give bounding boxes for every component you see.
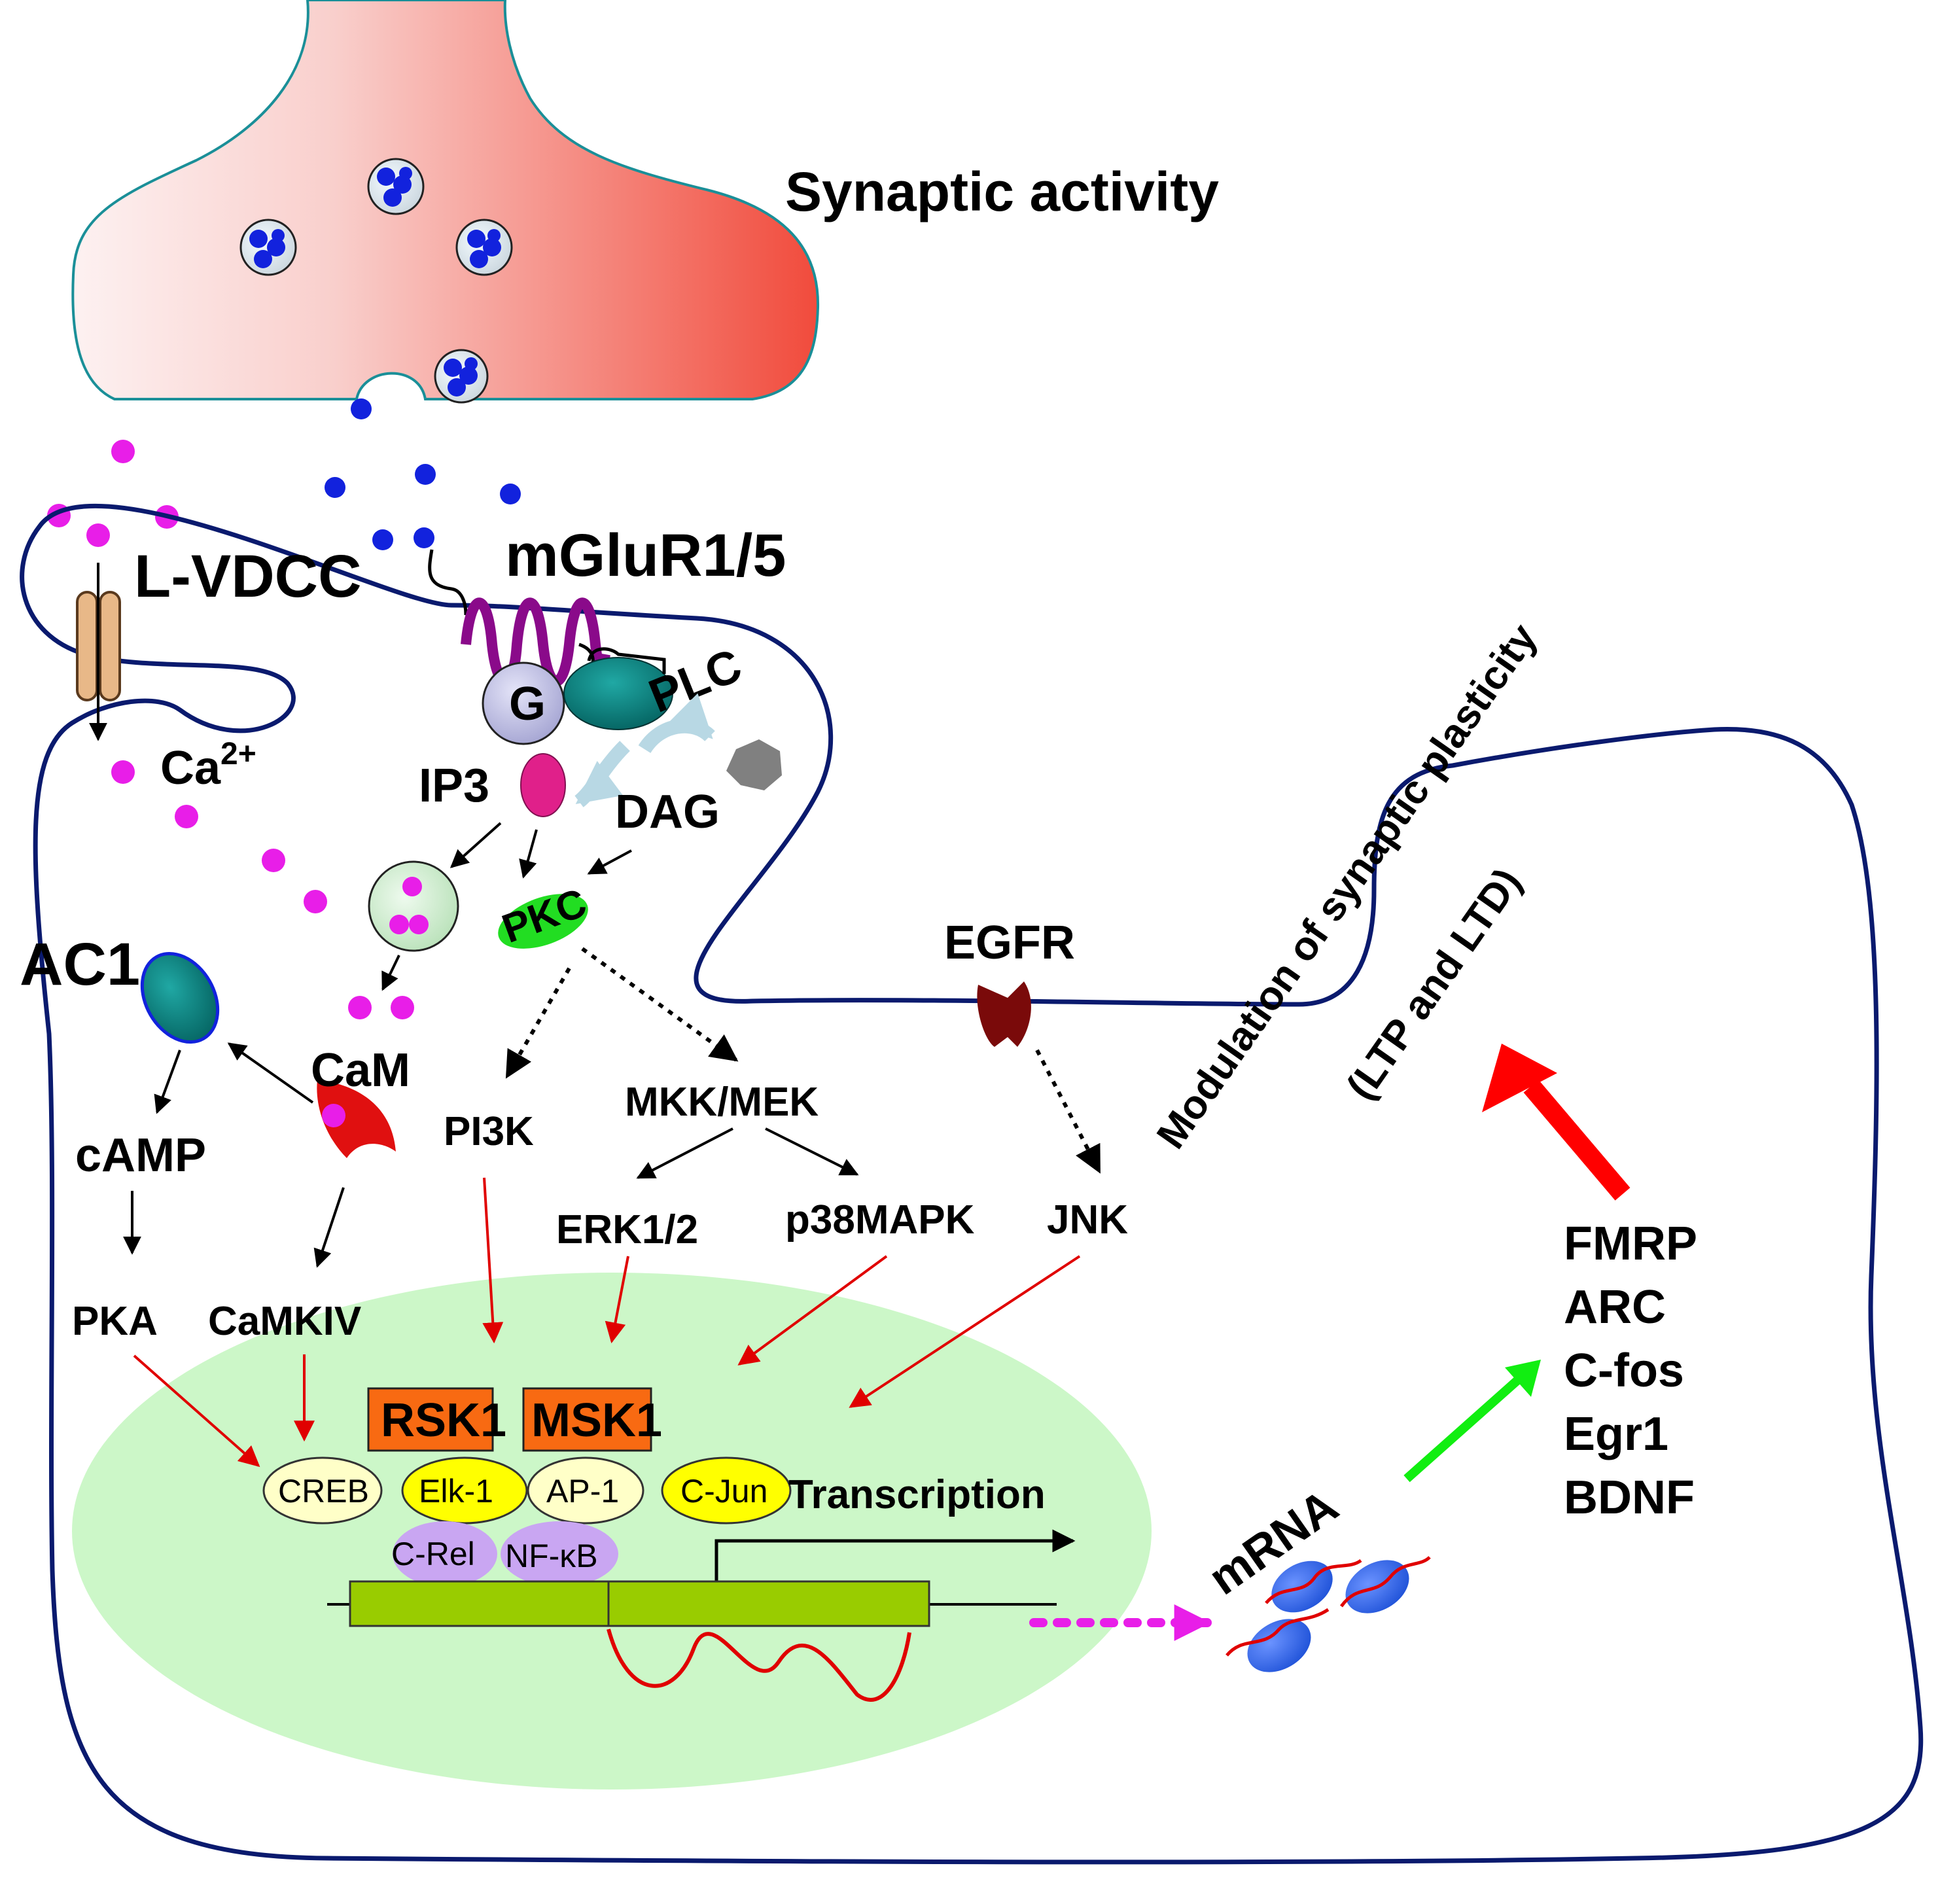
camkiv-label: CaMKIV	[208, 1299, 361, 1344]
intracellular-calcium	[111, 760, 327, 913]
ip3-molecule	[520, 753, 566, 817]
vesicle	[239, 219, 297, 276]
cam-label: CaM	[311, 1044, 410, 1097]
translation-arrow	[1403, 1370, 1528, 1483]
pi3k-label: PI3K	[444, 1109, 534, 1154]
dag-to-pkc-arrow	[587, 849, 632, 875]
rsk1-box	[367, 1387, 494, 1452]
glutamate-molecules	[325, 398, 521, 550]
presynaptic-bouton-shape	[71, 0, 820, 400]
p38-label: p38MAPK	[785, 1197, 975, 1243]
ac1-enzyme	[140, 951, 220, 1044]
plasticity-arrowhead	[1482, 1044, 1557, 1112]
plasticity-arrow	[1523, 1080, 1631, 1201]
egfr-receptor	[977, 981, 1031, 1047]
camp-label: cAMP	[75, 1129, 206, 1182]
pka-label: PKA	[72, 1299, 158, 1344]
dag-label: DAG	[615, 786, 720, 838]
pkc-to-mkk-arrow	[581, 947, 739, 1062]
l-vdcc-channel	[76, 563, 121, 741]
store-release-arrow	[381, 955, 400, 991]
pip2-product-shape	[726, 739, 782, 790]
mkk-to-erk-arrow	[636, 1127, 733, 1179]
released-calcium	[348, 996, 372, 1019]
rsk1-label: RSK1	[381, 1394, 506, 1447]
transcription-start-arrow	[714, 1529, 1076, 1587]
elk1-label: Elk-1	[419, 1473, 493, 1509]
title: Synaptic activity	[785, 161, 1219, 222]
ip3-to-store-arrow	[450, 822, 502, 868]
cjun-label: C-Jun	[680, 1473, 767, 1509]
elk1-factor	[401, 1456, 528, 1525]
presynaptic-terminal	[71, 0, 820, 400]
nuclear-signaling-arrows	[133, 1177, 1081, 1468]
extracellular-calcium	[47, 440, 179, 547]
gene-coding-region	[607, 1580, 930, 1627]
synaptic-vesicles	[239, 158, 513, 404]
gene-product: Egr1	[1564, 1408, 1668, 1460]
nascent-transcript	[607, 1629, 911, 1702]
egfr-to-jnk-arrow	[1035, 1049, 1101, 1174]
vesicle	[367, 158, 425, 215]
creb-factor	[262, 1456, 383, 1525]
mkk-label: MKK/MEK	[625, 1080, 819, 1125]
ip3-label: IP3	[419, 760, 489, 812]
gene-products-list: FMRP ARC C-fos Egr1 BDNF	[1564, 1218, 1697, 1524]
nucleus	[72, 1273, 1152, 1789]
ip3-to-pkc-arrow	[519, 829, 538, 879]
receptor-tail	[587, 647, 666, 674]
crel-label: C-Rel	[391, 1536, 475, 1572]
translation-arrowhead	[1505, 1360, 1541, 1397]
mkk-to-p38-arrow	[765, 1127, 859, 1176]
transcription-label: Transcription	[788, 1472, 1046, 1517]
calcium-label: Ca2+	[160, 737, 256, 794]
creb-label: CREB	[278, 1473, 369, 1509]
nfkb-label: NF-κB	[505, 1538, 598, 1574]
cam-to-ac1-arrow	[227, 1042, 314, 1104]
gene-product: C-fos	[1564, 1345, 1684, 1397]
msk1-label: MSK1	[531, 1394, 662, 1447]
ac1-label: AC1	[20, 931, 140, 998]
transcription-factors: CREB Elk-1 AP-1 C-Jun C-Rel NF-κB	[262, 1456, 792, 1587]
g-protein-label: G	[509, 678, 546, 730]
released-calcium	[391, 996, 414, 1019]
vesicle	[434, 349, 489, 404]
mglur-label: mGluR1/5	[505, 522, 786, 589]
cam-to-camkiv-arrow	[313, 1187, 345, 1268]
plc-label: PLC	[642, 639, 749, 723]
gene-product: FMRP	[1564, 1218, 1697, 1270]
l-vdcc-label: L-VDCC	[134, 543, 362, 610]
crel-factor	[393, 1521, 497, 1587]
promoter-region	[349, 1580, 610, 1627]
g-protein	[482, 661, 565, 745]
plc-to-dag-arrow	[638, 693, 715, 754]
mrna-ribosomes	[1225, 1556, 1431, 1672]
gene-product: BDNF	[1564, 1472, 1695, 1524]
ap1-label: AP-1	[546, 1473, 619, 1509]
er-calcium-store	[368, 860, 459, 952]
bound-calcium	[322, 1104, 345, 1127]
jnk-label: JNK	[1047, 1197, 1128, 1243]
msk1-box	[522, 1387, 652, 1452]
erk-label: ERK1/2	[556, 1207, 698, 1252]
postsynaptic-membrane	[20, 504, 1924, 1865]
cjun-factor	[661, 1456, 792, 1525]
ap1-factor	[527, 1456, 644, 1525]
plc-to-ip3-arrow	[574, 741, 630, 807]
pkc-enzyme	[498, 894, 588, 949]
ac1-to-camp-arrow	[154, 1049, 181, 1114]
nfkb-factor	[501, 1521, 618, 1587]
gene-product: ARC	[1564, 1281, 1666, 1333]
vesicle	[455, 219, 513, 276]
pkc-to-pi3k-arrow	[505, 967, 571, 1079]
egfr-label: EGFR	[944, 917, 1075, 969]
calmodulin	[317, 1080, 396, 1158]
